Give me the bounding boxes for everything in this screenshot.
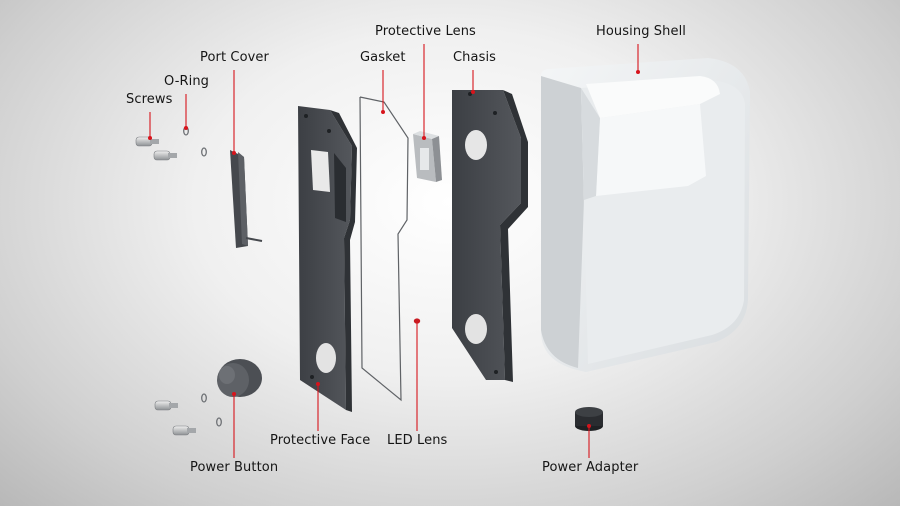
screws-bottom xyxy=(154,400,196,436)
label-port-cover: Port Cover xyxy=(200,50,269,65)
label-housing-shell: Housing Shell xyxy=(596,24,686,39)
power-button xyxy=(217,359,262,397)
label-power-adapter: Power Adapter xyxy=(542,460,639,475)
led-lens xyxy=(413,318,421,324)
label-protective-face: Protective Face xyxy=(270,433,371,448)
label-protective-lens: Protective Lens xyxy=(375,24,476,39)
label-power-button: Power Button xyxy=(190,460,279,475)
label-led-lens: LED Lens xyxy=(387,433,448,448)
label-gasket: Gasket xyxy=(360,50,406,65)
chasis xyxy=(452,90,528,382)
o-rings-top xyxy=(183,126,207,157)
label-o-ring: O-Ring xyxy=(164,74,210,89)
protective-lens xyxy=(413,131,442,182)
label-chasis: Chasis xyxy=(453,50,497,65)
screws-top xyxy=(135,136,177,161)
o-rings-bottom xyxy=(201,393,222,427)
label-screws: Screws xyxy=(126,92,173,107)
protective-face xyxy=(298,106,357,412)
leader-lines xyxy=(148,44,640,458)
port-cover xyxy=(230,150,263,248)
gasket xyxy=(359,96,409,402)
housing-shell xyxy=(540,58,750,372)
power-adapter xyxy=(575,407,603,431)
